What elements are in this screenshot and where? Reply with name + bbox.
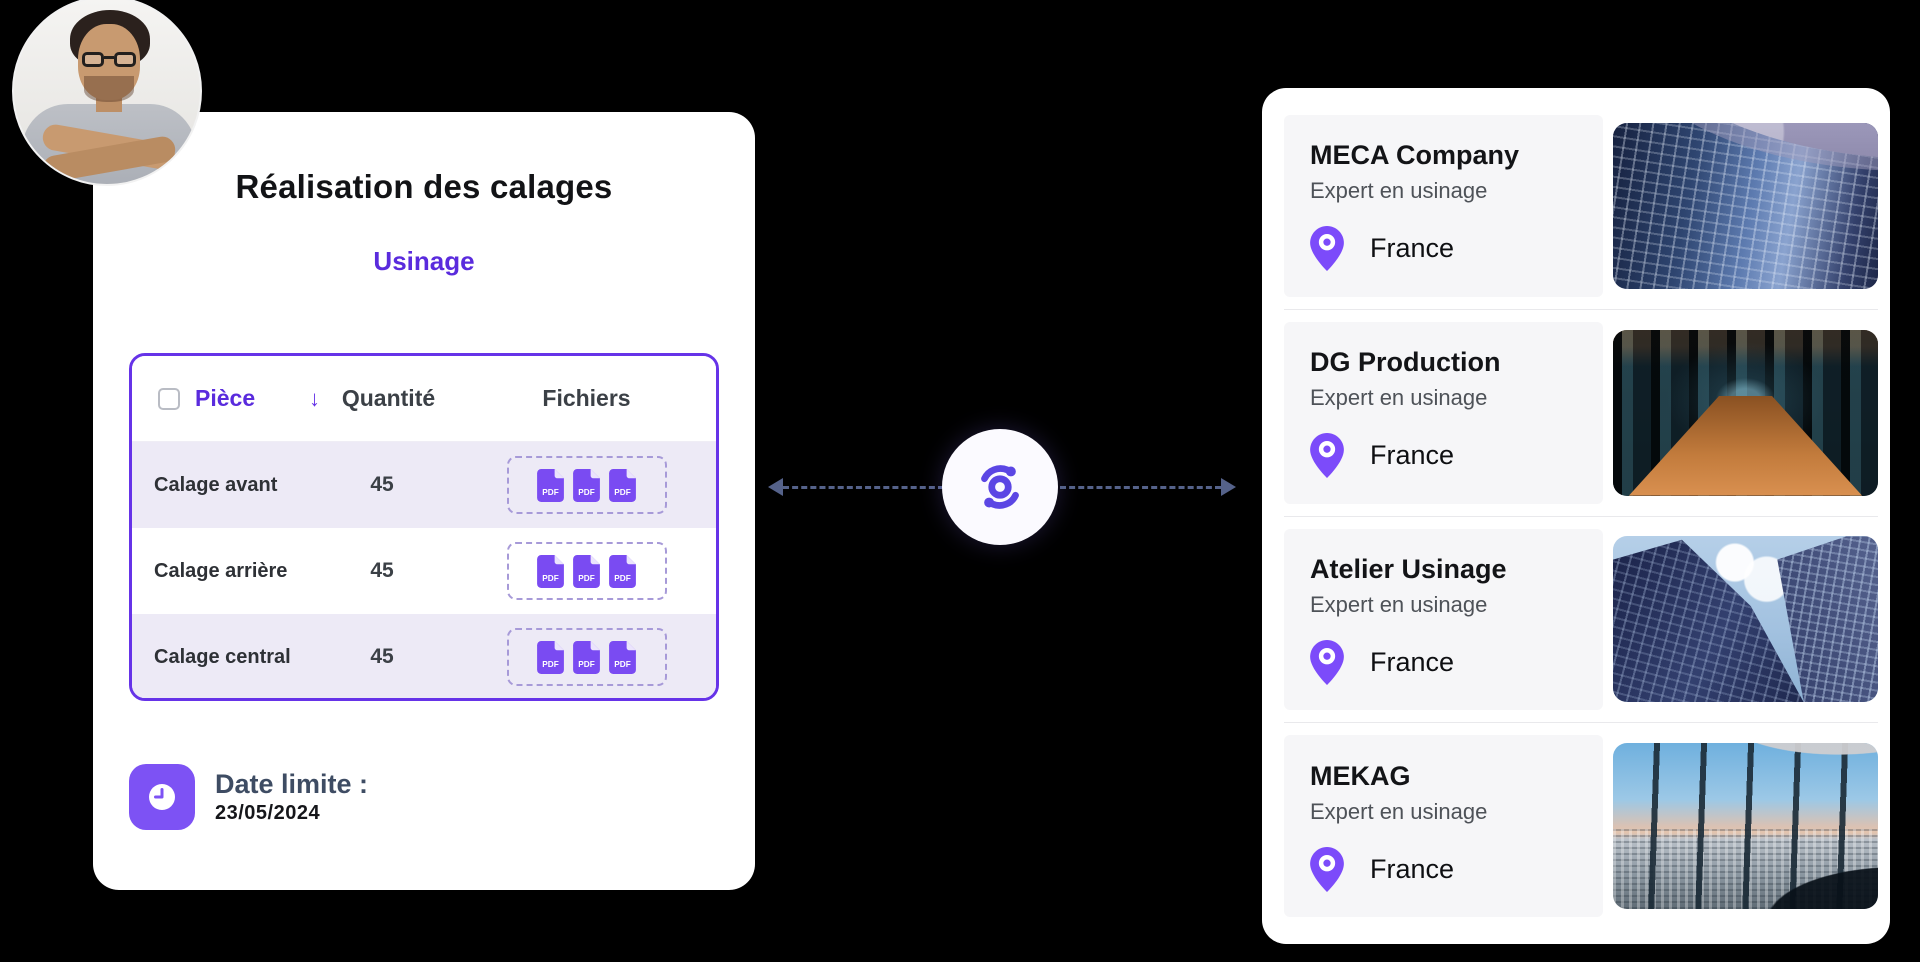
table-row[interactable]: Calage arrière 45 PDF PDF PDF	[132, 528, 716, 614]
company-photo	[1613, 743, 1878, 910]
arrow-left	[768, 478, 944, 496]
dashed-line	[1060, 485, 1221, 489]
company-name: MEKAG	[1310, 760, 1411, 791]
pdf-file-icon[interactable]: PDF	[537, 554, 564, 588]
pdf-file-icon[interactable]: PDF	[609, 468, 636, 502]
pdf-file-icon[interactable]: PDF	[573, 640, 600, 674]
company-location: France	[1370, 440, 1455, 471]
sync-orbit-icon	[981, 465, 1019, 509]
column-header-files: Fichiers	[542, 385, 631, 411]
location-pin-icon	[1310, 433, 1344, 479]
pdf-label: PDF	[542, 573, 559, 582]
company-tagline: Expert en usinage	[1310, 178, 1488, 204]
pdf-file-icon[interactable]: PDF	[573, 554, 600, 588]
part-name: Calage arrière	[154, 559, 288, 582]
pdf-file-icon[interactable]: PDF	[573, 468, 600, 502]
pdf-label: PDF	[542, 487, 559, 496]
divider	[1284, 515, 1878, 517]
company-location: France	[1370, 233, 1455, 264]
company-info: DG Production Expert en usinage France	[1284, 321, 1603, 504]
pdf-file-icon[interactable]: PDF	[537, 468, 564, 502]
dashed-line	[783, 485, 944, 489]
parts-table: Pièce ↓ Quantité Fichiers Calage avant 4…	[129, 353, 719, 701]
avatar-face	[78, 24, 140, 100]
arrowhead-right-icon	[1221, 478, 1236, 496]
order-category: Usinage	[373, 246, 475, 276]
pdf-label: PDF	[578, 487, 595, 496]
clock-icon	[129, 764, 195, 830]
company-tagline: Expert en usinage	[1310, 385, 1488, 411]
order-card: Réalisation des calages Usinage Pièce ↓ …	[93, 112, 755, 890]
location-pin-icon	[1310, 226, 1344, 272]
column-header-piece[interactable]: Pièce	[195, 385, 256, 411]
pdf-label: PDF	[578, 659, 595, 668]
deadline-label: Date limite :	[215, 769, 369, 799]
table-row[interactable]: Calage central 45 PDF PDF PDF	[132, 614, 716, 698]
table-header: Pièce ↓ Quantité Fichiers	[132, 356, 716, 442]
files-dropzone[interactable]: PDF PDF PDF	[506, 456, 667, 514]
avatar-beard	[84, 76, 134, 102]
part-quantity: 45	[370, 473, 394, 496]
arrow-right	[1060, 478, 1236, 496]
deadline-date: 23/05/2024	[215, 802, 321, 824]
company-card[interactable]: MEKAG Expert en usinage France	[1284, 723, 1878, 929]
files-dropzone[interactable]: PDF PDF PDF	[506, 628, 667, 686]
location-pin-icon	[1310, 639, 1344, 685]
company-location: France	[1370, 853, 1455, 884]
column-header-quantity: Quantité	[341, 385, 436, 411]
company-name: Atelier Usinage	[1310, 553, 1507, 584]
avatar	[12, 0, 202, 186]
companies-card: MECA Company Expert en usinage France DG…	[1262, 88, 1890, 944]
sync-hub	[942, 429, 1058, 545]
company-tagline: Expert en usinage	[1310, 798, 1488, 824]
company-info: Atelier Usinage Expert en usinage France	[1284, 528, 1603, 711]
table-row[interactable]: Calage avant 45 PDF PDF PDF	[132, 442, 716, 528]
pdf-label: PDF	[578, 573, 595, 582]
part-quantity: 45	[370, 645, 394, 668]
pdf-file-icon[interactable]: PDF	[537, 640, 564, 674]
company-location: France	[1370, 646, 1455, 677]
part-name: Calage avant	[154, 473, 278, 496]
part-name: Calage central	[154, 645, 291, 668]
pdf-label: PDF	[542, 659, 559, 668]
company-tagline: Expert en usinage	[1310, 591, 1488, 617]
company-photo	[1613, 536, 1878, 703]
company-photo	[1613, 122, 1878, 289]
files-dropzone[interactable]: PDF PDF PDF	[506, 542, 667, 600]
company-name: DG Production	[1310, 347, 1501, 378]
company-card[interactable]: MECA Company Expert en usinage France	[1284, 103, 1878, 309]
pdf-label: PDF	[614, 659, 631, 668]
company-photo	[1613, 329, 1878, 496]
pdf-file-icon[interactable]: PDF	[609, 554, 636, 588]
select-all-checkbox[interactable]	[158, 387, 180, 410]
arrowhead-left-icon	[768, 478, 783, 496]
divider	[1284, 722, 1878, 724]
company-card[interactable]: Atelier Usinage Expert en usinage France	[1284, 517, 1878, 723]
company-card[interactable]: DG Production Expert en usinage France	[1284, 310, 1878, 516]
pdf-label: PDF	[614, 573, 631, 582]
company-info: MECA Company Expert en usinage France	[1284, 115, 1603, 297]
part-quantity: 45	[370, 559, 394, 582]
divider	[1284, 308, 1878, 310]
sort-desc-icon[interactable]: ↓	[309, 385, 320, 411]
company-info: MEKAG Expert en usinage France	[1284, 735, 1603, 917]
page-title: Réalisation des calages	[235, 168, 613, 205]
company-name: MECA Company	[1310, 140, 1520, 171]
pdf-label: PDF	[614, 487, 631, 496]
deadline-block: Date limite : 23/05/2024	[129, 764, 368, 830]
glasses-icon	[82, 52, 136, 67]
location-pin-icon	[1310, 846, 1344, 892]
pdf-file-icon[interactable]: PDF	[609, 640, 636, 674]
